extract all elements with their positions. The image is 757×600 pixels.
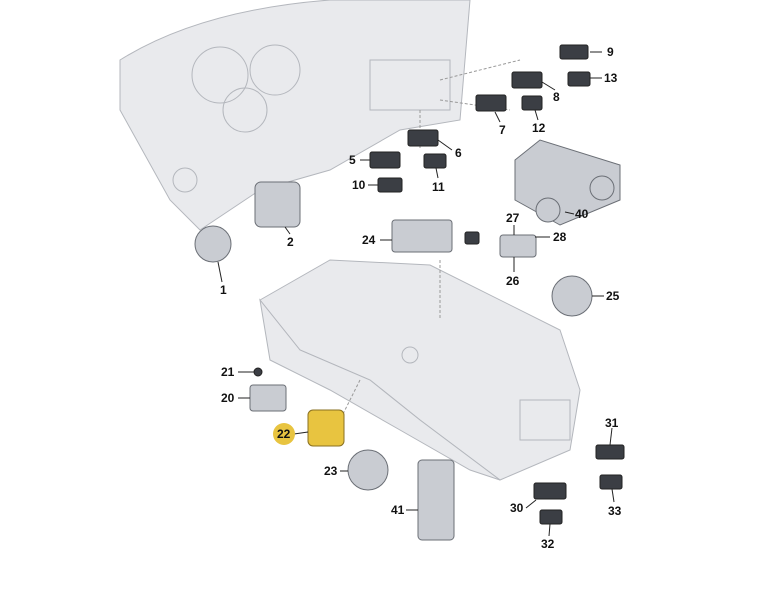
part-30: [533, 482, 567, 500]
part-22: [307, 409, 345, 447]
callout-9[interactable]: 9: [607, 45, 614, 59]
part-41: [417, 459, 455, 541]
callout-11[interactable]: 11: [432, 180, 445, 194]
callout-27[interactable]: 27: [506, 211, 520, 225]
callout-21[interactable]: 21: [221, 365, 235, 379]
callout-13[interactable]: 13: [604, 71, 618, 85]
callout-23[interactable]: 23: [324, 464, 338, 478]
part-26-27: [499, 234, 537, 258]
callout-30[interactable]: 30: [510, 501, 524, 515]
highlight-badge: [273, 423, 295, 445]
part-33: [599, 474, 623, 490]
callout-25[interactable]: 25: [606, 289, 620, 303]
callout-31[interactable]: 31: [605, 416, 619, 430]
part-7: [475, 94, 507, 112]
part-12: [521, 95, 543, 111]
part-13: [567, 71, 591, 87]
callout-10[interactable]: 10: [352, 178, 366, 192]
leader-lines: [217, 51, 615, 537]
callout-5[interactable]: 5: [349, 153, 356, 167]
callout-40[interactable]: 40: [575, 207, 589, 221]
callout-33[interactable]: 33: [608, 504, 622, 518]
callout-28[interactable]: 28: [553, 230, 567, 244]
part-25: [551, 275, 593, 317]
part-6: [407, 129, 439, 147]
part-2: [254, 181, 301, 228]
callout-26[interactable]: 26: [506, 274, 520, 288]
part-21: [253, 367, 263, 377]
center-console: [259, 259, 581, 481]
callout-2[interactable]: 2: [287, 235, 294, 249]
part-23: [347, 449, 389, 491]
callout-7[interactable]: 7: [499, 123, 506, 137]
callout-12[interactable]: 12: [532, 121, 546, 135]
part-40-knob: [589, 175, 615, 201]
part-11: [423, 153, 447, 169]
part-31: [595, 444, 625, 460]
part-8: [511, 71, 543, 89]
callout-32[interactable]: 32: [541, 537, 555, 551]
part-10: [377, 177, 403, 193]
callout-6[interactable]: 6: [455, 146, 462, 160]
callout-1[interactable]: 1: [220, 283, 227, 297]
part-5: [369, 151, 401, 169]
part-40-knob: [535, 197, 561, 223]
part-32: [539, 509, 563, 525]
part-20: [249, 384, 287, 412]
callout-20[interactable]: 20: [221, 391, 235, 405]
part-24: [391, 219, 453, 253]
parts: [194, 44, 625, 541]
callout-24[interactable]: 24: [362, 233, 376, 247]
part-9: [559, 44, 589, 60]
part-27-connector: [464, 231, 480, 245]
callout-41[interactable]: 41: [391, 503, 405, 517]
callout-22[interactable]: 22: [277, 427, 291, 441]
callout-labels[interactable]: 9 13 8 7 12 6 5 10 11 40 2 27 28 24 26 1…: [220, 45, 622, 551]
part-1: [194, 225, 232, 263]
callout-8[interactable]: 8: [553, 90, 560, 104]
